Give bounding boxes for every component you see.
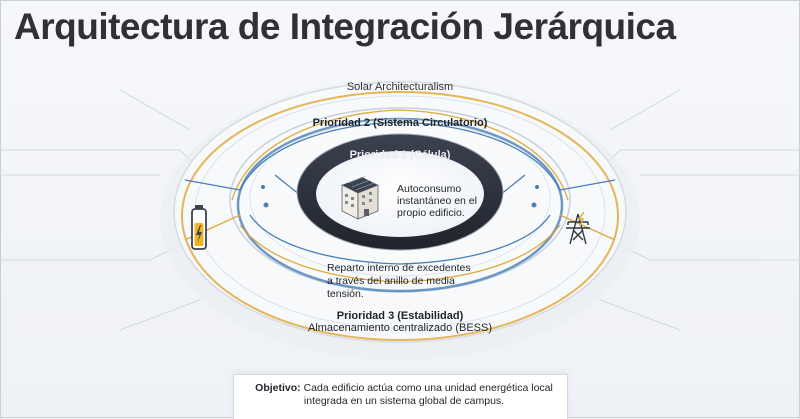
circulatory-description: Reparto interno de excedentes a través d… xyxy=(327,262,471,300)
stability-description: Almacenamiento centralizado (BESS) xyxy=(307,322,493,334)
objective-label: Objetivo: xyxy=(255,382,301,394)
objective-box: Objetivo: Cada edificio actúa como una u… xyxy=(233,374,568,419)
transmission-tower-icon xyxy=(566,213,590,245)
outer-ring-label: Solar Architecturalism xyxy=(346,81,454,93)
page-title: Arquitectura de Integración Jerárquica xyxy=(14,6,676,47)
objective-text-block: Objetivo: Cada edificio actúa como una u… xyxy=(244,382,564,408)
tower-bolt-icon xyxy=(577,211,585,227)
battery-icon xyxy=(191,205,207,250)
outer-gold-rim xyxy=(181,91,619,341)
building-solar-icon xyxy=(341,175,379,220)
priority3-label: Prioridad 3 (Estabilidad) xyxy=(336,310,464,322)
flow-nodes xyxy=(261,185,539,208)
objective-text: Cada edificio actúa como una unidad ener… xyxy=(303,382,553,407)
cell-description: Autoconsumo instantáneo en el propio edi… xyxy=(397,183,477,219)
priority1-label: Prioridad 1 (Célula) xyxy=(349,149,451,161)
priority2-label: Prioridad 2 (Sistema Circulatorio) xyxy=(312,117,488,129)
priority2-blue-rim xyxy=(236,117,564,293)
